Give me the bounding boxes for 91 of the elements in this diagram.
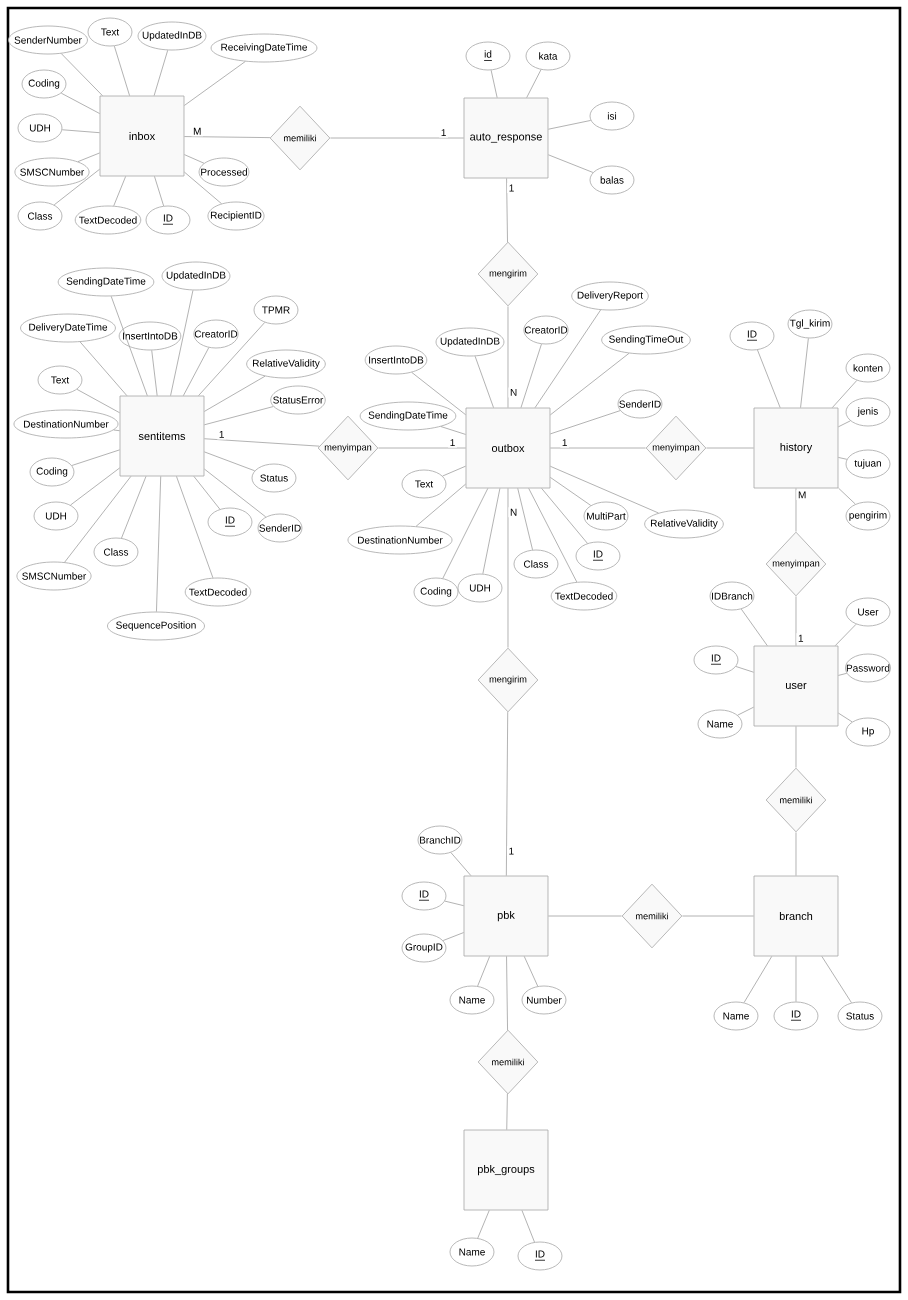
connector-line: [548, 915, 622, 917]
connector-line: [113, 176, 127, 207]
connector-line: [53, 168, 100, 206]
connector-line: [506, 1093, 508, 1130]
connector-line: [378, 447, 466, 449]
connector-line: [528, 488, 578, 583]
connector-line: [330, 137, 464, 139]
connector-line: [442, 465, 466, 477]
connector-line: [170, 289, 194, 396]
connector-line: [156, 476, 162, 612]
connector-line: [505, 711, 509, 876]
connector-line: [193, 476, 221, 510]
connector-line: [184, 171, 222, 205]
connector-line: [71, 449, 120, 466]
connector-line: [740, 608, 768, 646]
connector-line: [60, 53, 103, 97]
connector-line: [838, 672, 848, 676]
connector-line: [795, 596, 797, 646]
connector-line: [184, 136, 271, 139]
connector-line: [440, 426, 466, 435]
connector-line: [706, 447, 754, 449]
connector-line: [474, 355, 494, 408]
connector-line: [800, 338, 809, 408]
connector-line: [204, 438, 320, 447]
connector-line: [682, 915, 754, 917]
connector-line: [507, 306, 509, 408]
connector-line: [121, 476, 147, 539]
connector-line: [204, 406, 274, 426]
connector-line: [450, 852, 472, 876]
connector-line: [113, 429, 120, 432]
connector-line: [442, 932, 464, 941]
connector-line: [184, 61, 246, 106]
connector-line: [534, 309, 601, 408]
connector-line: [795, 832, 797, 876]
connector-line: [550, 447, 646, 449]
connector-line: [550, 410, 621, 435]
connector-line: [520, 343, 542, 408]
connector-line: [795, 956, 797, 1002]
connector-line: [411, 372, 466, 416]
connector-line: [523, 956, 539, 987]
connector-line: [60, 92, 100, 114]
connector-line: [154, 176, 165, 207]
connector-line: [442, 488, 489, 579]
connector-line: [506, 178, 508, 243]
connector-line: [507, 488, 509, 648]
connector-line: [526, 69, 542, 98]
connector-line: [204, 375, 266, 412]
connector-line: [64, 476, 132, 563]
connector-line: [76, 388, 120, 414]
connector-line: [415, 483, 466, 527]
connector-line: [153, 49, 169, 97]
connector-line: [183, 347, 210, 396]
connector-line: [490, 69, 498, 98]
connector-line: [550, 352, 630, 416]
connector-line: [477, 1210, 490, 1239]
connector-line: [795, 488, 797, 532]
connector-line: [517, 488, 533, 551]
connector-line: [550, 465, 659, 514]
connector-line: [838, 420, 851, 428]
connector-line: [61, 129, 100, 134]
connector-line: [110, 295, 148, 396]
connector-line: [184, 154, 205, 164]
connector-line: [831, 380, 858, 408]
connector-line: [521, 1210, 535, 1243]
connector-line: [444, 900, 464, 907]
connector-line: [821, 956, 852, 1004]
connector-line: [757, 349, 781, 408]
connector-line: [550, 477, 592, 506]
connector-line: [735, 666, 754, 673]
connector-line: [838, 712, 853, 723]
connector-line: [77, 152, 100, 163]
connector-line: [482, 488, 501, 575]
connector-line: [204, 451, 256, 472]
connector-line: [151, 350, 158, 396]
connector-line: [834, 623, 857, 646]
connector-line: [176, 476, 214, 579]
connector-line: [506, 956, 508, 1031]
connector-line: [548, 120, 592, 130]
connector-line: [198, 322, 266, 396]
connector-line: [204, 468, 267, 518]
connector-line: [743, 956, 773, 1003]
connector-line: [79, 341, 128, 396]
connector-line: [541, 488, 588, 544]
connector-line: [838, 457, 848, 460]
connector-line: [838, 487, 856, 505]
connector-line: [737, 706, 754, 716]
connector-line: [548, 154, 594, 173]
connector-line: [113, 45, 130, 97]
connector-line: [477, 956, 491, 987]
connector-line: [795, 726, 797, 768]
connector-line: [70, 467, 120, 506]
